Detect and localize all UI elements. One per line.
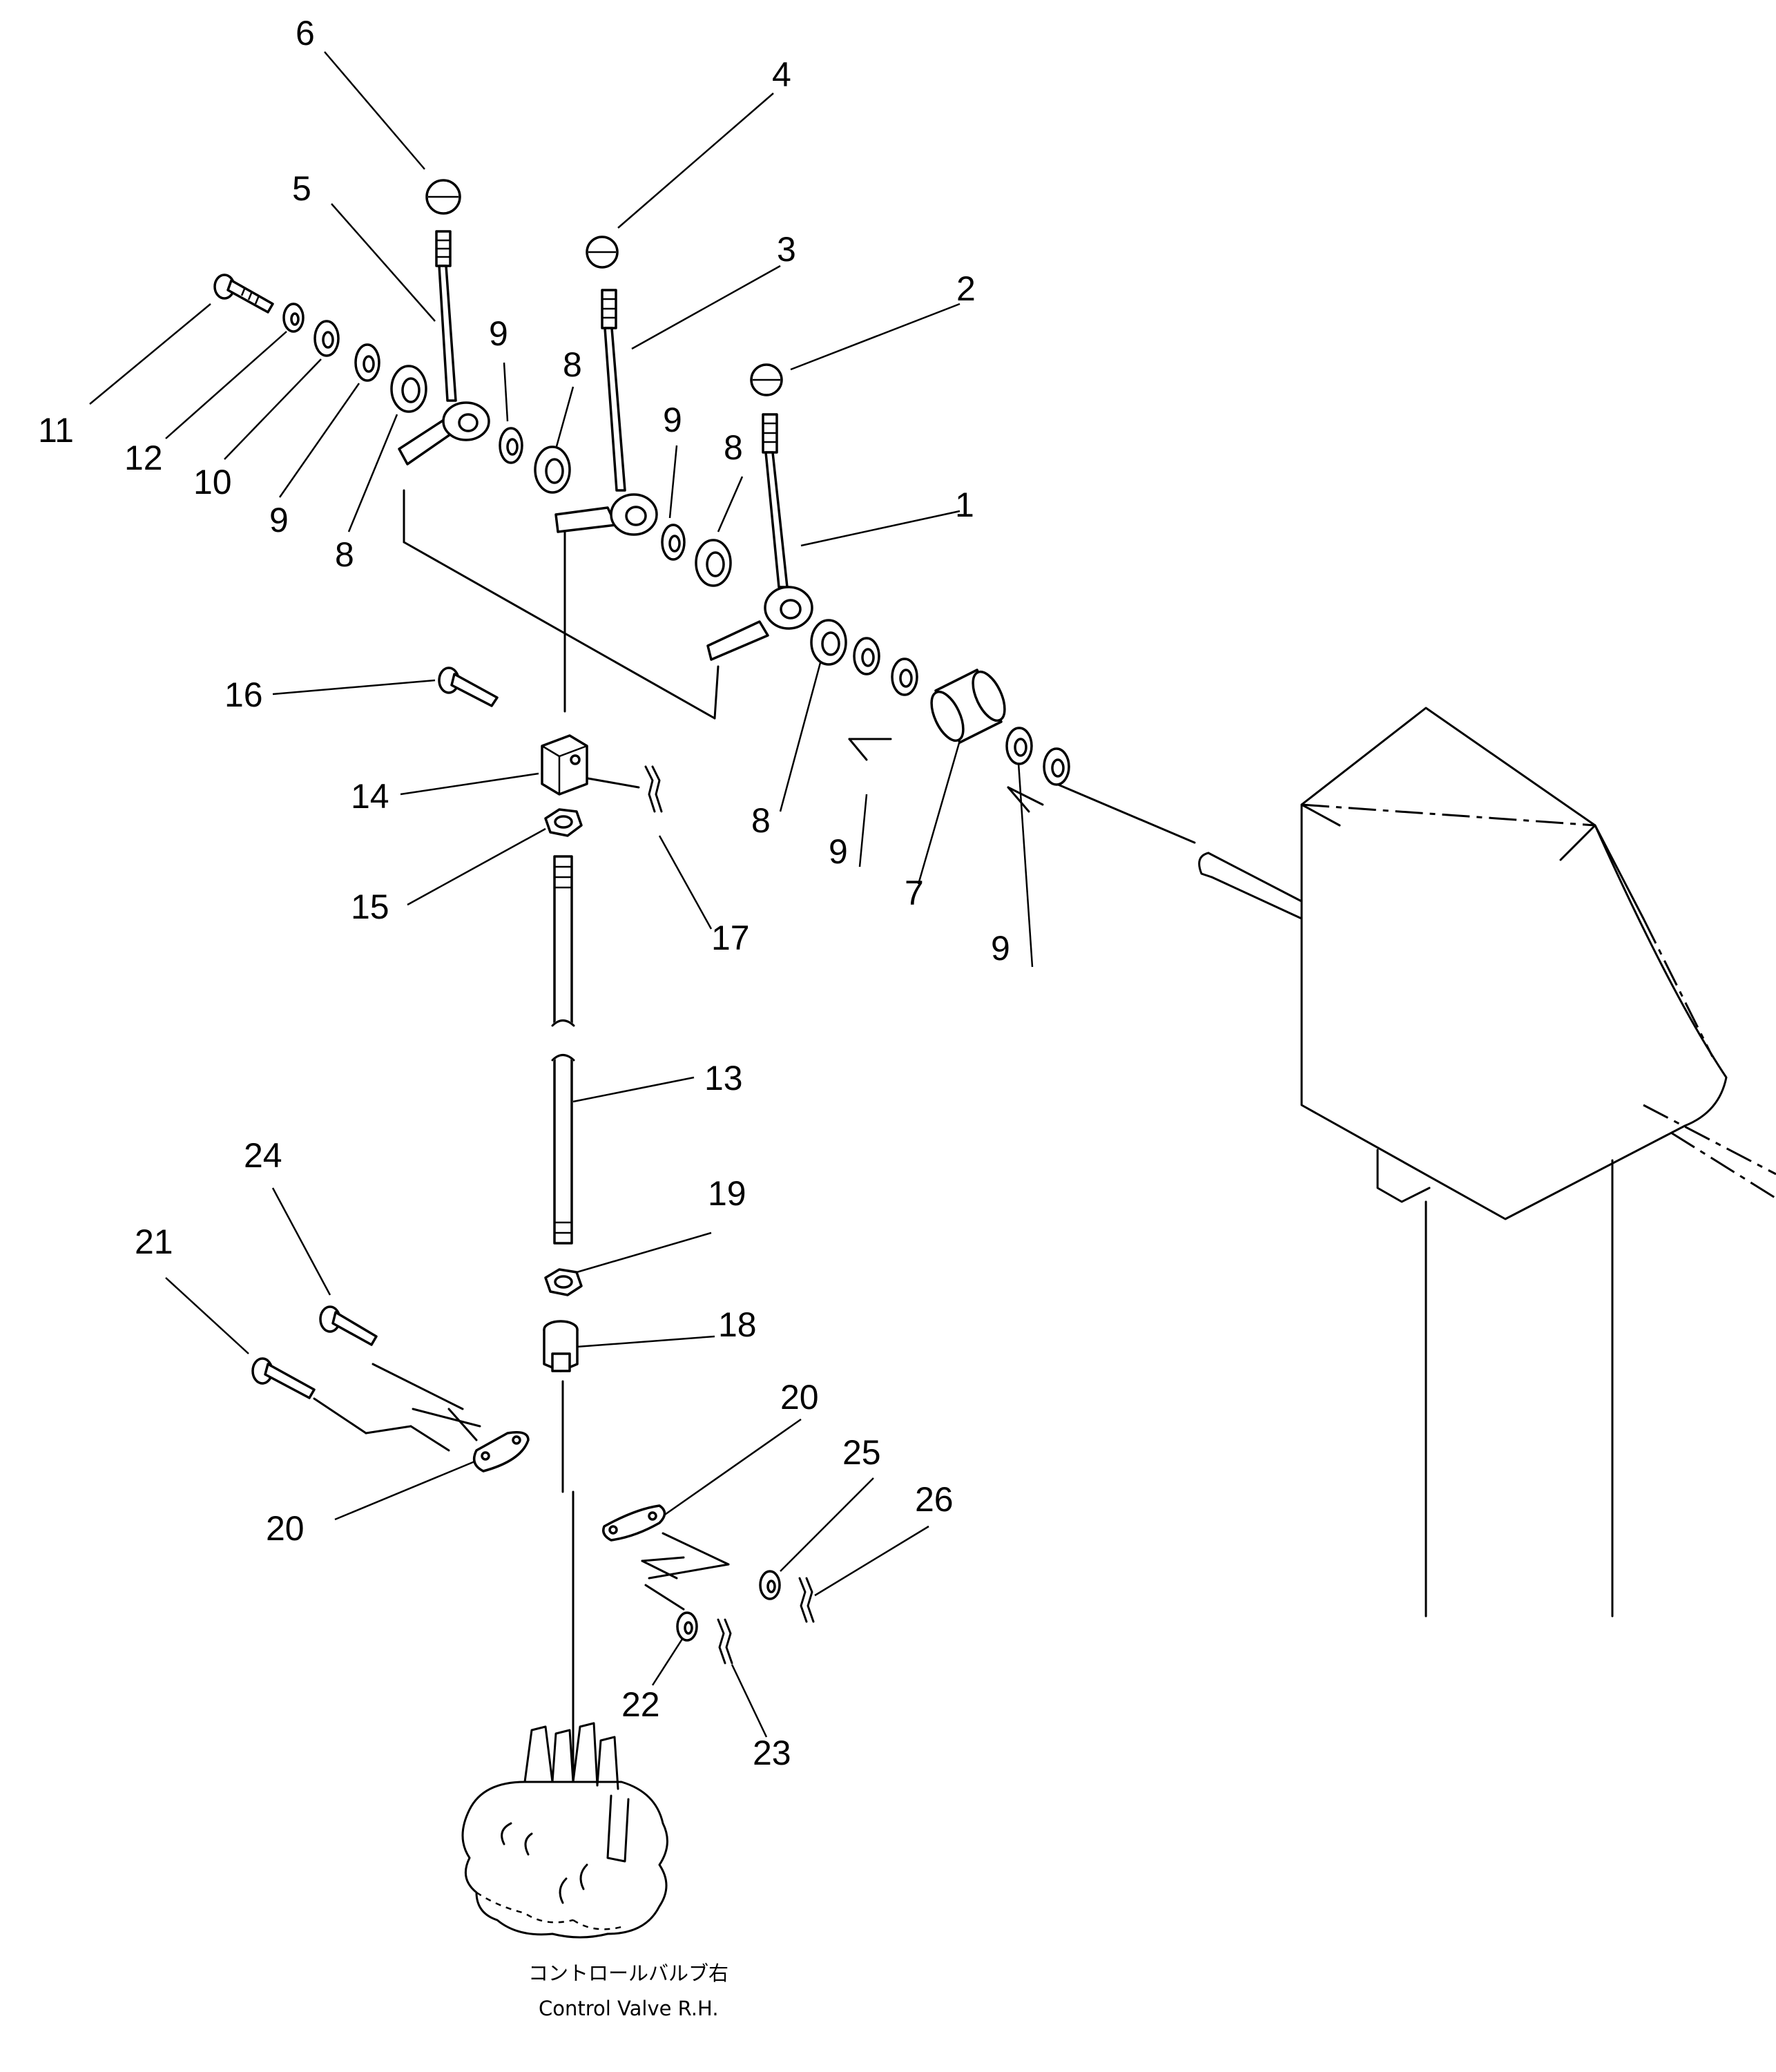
bushing-8-c [695, 539, 732, 587]
callout-16: 16 [224, 675, 263, 714]
callout-22: 22 [621, 1685, 660, 1724]
callout-4: 4 [772, 55, 791, 94]
caption: コントロールバルブ右 Control Valve R.H. [528, 1961, 728, 2020]
callout-9-e: 9 [991, 929, 1010, 968]
callout-20-a: 20 [780, 1378, 819, 1417]
pin-21 [251, 1357, 316, 1399]
leader-lines [89, 51, 1034, 1738]
cotter-pin-23 [717, 1618, 733, 1665]
washer-22 [676, 1611, 698, 1642]
console-housing [1198, 707, 1776, 1618]
nut-15 [544, 808, 583, 837]
ball-knob-6 [425, 179, 461, 215]
plate-20-b [602, 1504, 666, 1542]
callout-24: 24 [244, 1136, 282, 1175]
bolt-11 [213, 274, 274, 314]
callout-2: 2 [956, 269, 976, 308]
cotter-pin-17 [644, 765, 663, 813]
callout-9-c: 9 [663, 401, 682, 439]
callout-19: 19 [708, 1174, 746, 1213]
callout-8-a: 8 [335, 535, 354, 574]
callout-21: 21 [135, 1222, 173, 1261]
caption-japanese: コントロールバルブ右 [528, 1961, 728, 1985]
callout-15: 15 [351, 888, 389, 926]
callout-26: 26 [915, 1480, 954, 1519]
callout-9-a: 9 [269, 501, 289, 539]
control-valve [461, 1722, 668, 1939]
callout-17: 17 [711, 919, 750, 957]
washer-9-d [853, 637, 918, 696]
washer-9-a [354, 343, 380, 382]
assembly-lines [313, 489, 1196, 1780]
caption-english: Control Valve R.H. [539, 1997, 719, 2020]
washer-12 [282, 303, 305, 333]
ball-knob-2 [750, 363, 783, 396]
callout-8-b: 8 [563, 345, 582, 384]
collar-7 [930, 669, 1006, 744]
washer-9-c [661, 524, 686, 561]
callout-8-c: 8 [724, 428, 743, 467]
plate-20-a [472, 1431, 530, 1473]
callout-23: 23 [753, 1734, 791, 1772]
rod-13 [551, 855, 575, 1245]
callout-14: 14 [351, 777, 389, 816]
nut-19 [544, 1268, 583, 1296]
lever-5 [398, 230, 490, 466]
pin-16 [438, 666, 499, 707]
callout-20-b: 20 [266, 1509, 305, 1548]
callout-labels: 6 4 5 3 2 11 12 10 9 8 9 8 9 8 1 16 14 1… [38, 14, 1010, 1772]
bushing-8-b [534, 445, 571, 494]
bushing-8-a [390, 365, 427, 413]
callout-5: 5 [292, 169, 311, 208]
lever-1 [706, 413, 813, 661]
rod-end-18 [543, 1320, 579, 1372]
pin-24 [319, 1305, 378, 1346]
bushing-8-d [810, 619, 847, 666]
callout-10: 10 [193, 463, 232, 501]
washer-10 [313, 320, 340, 357]
washer-25 [759, 1570, 781, 1600]
washer-9-e [1005, 727, 1070, 786]
lever-3 [554, 289, 658, 536]
callout-13: 13 [704, 1059, 743, 1097]
callout-11: 11 [38, 411, 74, 450]
callout-12: 12 [124, 439, 163, 477]
callout-3: 3 [777, 230, 796, 269]
callout-18: 18 [718, 1305, 757, 1344]
cotter-pin-26 [798, 1577, 815, 1623]
callout-7: 7 [905, 874, 924, 912]
callout-8-d: 8 [751, 801, 771, 840]
callout-9-b: 9 [489, 314, 508, 353]
clevis-14 [541, 734, 588, 796]
washer-9-b [499, 427, 523, 464]
callout-6: 6 [296, 14, 315, 52]
callout-9-d: 9 [829, 832, 848, 871]
callout-25: 25 [842, 1433, 881, 1472]
ball-knob-4 [586, 236, 619, 269]
callout-1: 1 [955, 486, 974, 524]
